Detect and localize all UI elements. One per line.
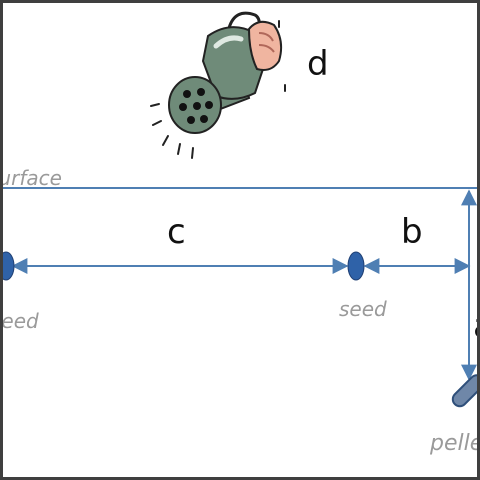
surface-label: surface — [3, 166, 62, 190]
pellet-label: pellet — [429, 431, 480, 456]
label-c: c — [167, 212, 186, 252]
seed-middle — [347, 251, 365, 281]
seed-middle-label: seed — [339, 297, 387, 321]
label-b: b — [401, 212, 423, 252]
fertilizer-pellet — [451, 374, 477, 408]
spray-marks — [150, 20, 286, 159]
label-a: a — [473, 306, 480, 346]
watering-can-with-hand-icon — [150, 11, 286, 159]
diagram-canvas: surface d c b a seed seed pellet — [3, 11, 480, 456]
seed-left-label: seed — [3, 309, 39, 333]
seed-left — [3, 251, 15, 281]
label-d: d — [307, 44, 329, 84]
